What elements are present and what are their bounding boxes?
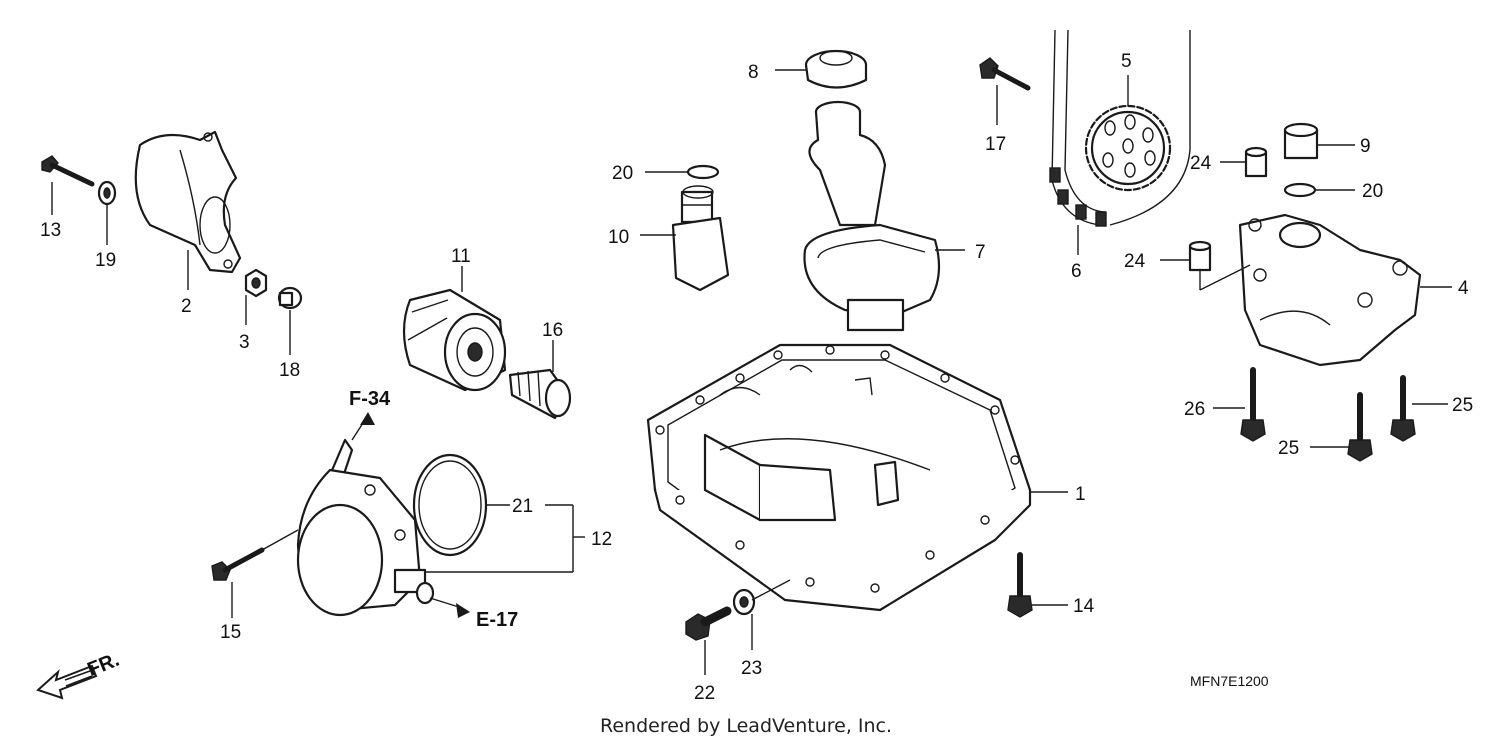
oil-screen-16 [508, 368, 572, 420]
callout-4: 4 [1458, 278, 1469, 299]
f34-arrow-icon [360, 412, 375, 425]
callout-18: 18 [279, 360, 300, 381]
o-ring-20-right [1283, 182, 1317, 198]
callout-3: 3 [239, 332, 250, 353]
callout-19: 19 [95, 250, 116, 271]
callout-8: 8 [748, 62, 759, 83]
bolt-15 [211, 547, 265, 581]
bolt-26 [1240, 367, 1266, 442]
pressure-relief-valve-10 [671, 185, 730, 292]
bolt-14 [1007, 552, 1033, 618]
callout-25-middle: 25 [1278, 438, 1299, 459]
callout-labels: 1 2 3 4 5 6 7 8 9 10 11 12 13 14 15 16 1… [40, 51, 1473, 704]
drive-chain-6 [1049, 29, 1191, 227]
cover-2 [134, 130, 242, 274]
leader-lines [51, 69, 1452, 675]
callout-7: 7 [975, 242, 986, 263]
sprocket-5 [1084, 104, 1172, 192]
oil-pan-1 [646, 343, 1032, 612]
callout-2: 2 [181, 296, 192, 317]
bolt-25-right [1390, 375, 1416, 442]
oil-cooler-12 [296, 438, 435, 617]
gasket-21 [412, 453, 488, 557]
callout-1: 1 [1075, 484, 1086, 505]
callout-23: 23 [741, 658, 762, 679]
washer-23 [732, 588, 756, 616]
nut-3 [244, 268, 268, 298]
callout-11: 11 [451, 246, 471, 267]
oil-filter-11 [402, 288, 507, 392]
callout-9: 9 [1360, 136, 1371, 157]
callout-12: 12 [591, 529, 612, 550]
pan-bolt-holes [655, 345, 1020, 593]
bolt-25-middle [1347, 392, 1373, 462]
o-ring-20-left [686, 164, 720, 180]
callout-6: 6 [1071, 261, 1082, 282]
reference-e17: E-17 [476, 609, 518, 631]
callout-17: 17 [985, 134, 1006, 155]
callout-20-right: 20 [1362, 181, 1383, 202]
dowel-24-lower [1188, 240, 1212, 272]
callout-26: 26 [1184, 399, 1205, 420]
oil-pump-4 [1238, 213, 1422, 367]
callout-10: 10 [608, 227, 629, 248]
callout-20-left: 20 [612, 163, 633, 184]
callout-24-lower: 24 [1124, 251, 1146, 272]
drain-bolt-22 [685, 606, 732, 641]
callout-25-right: 25 [1452, 395, 1473, 416]
seal-cap-8 [804, 49, 868, 89]
callout-22: 22 [694, 683, 715, 704]
callout-5: 5 [1121, 51, 1132, 72]
oil-strainer-tube-7 [803, 100, 941, 332]
reference-f34: F-34 [349, 388, 391, 410]
bolt-13 [41, 155, 95, 187]
callout-24-upper: 24 [1190, 153, 1212, 174]
credit-text: Rendered by LeadVenture, Inc. [600, 715, 892, 737]
front-direction-arrow-icon [36, 664, 98, 700]
plug-18 [277, 286, 303, 310]
e17-arrow-icon [456, 603, 470, 618]
dowel-24-upper [1244, 146, 1268, 178]
callout-13: 13 [40, 220, 61, 241]
washer-19 [97, 180, 117, 206]
callout-21: 21 [512, 496, 533, 517]
callout-14: 14 [1073, 596, 1095, 617]
collar-9 [1283, 122, 1319, 160]
diagram-code: MFN7E1200 [1190, 673, 1269, 689]
bolt-17 [979, 57, 1031, 91]
callout-16: 16 [542, 320, 563, 341]
front-label: FR. [84, 649, 122, 681]
callout-15: 15 [220, 622, 241, 643]
